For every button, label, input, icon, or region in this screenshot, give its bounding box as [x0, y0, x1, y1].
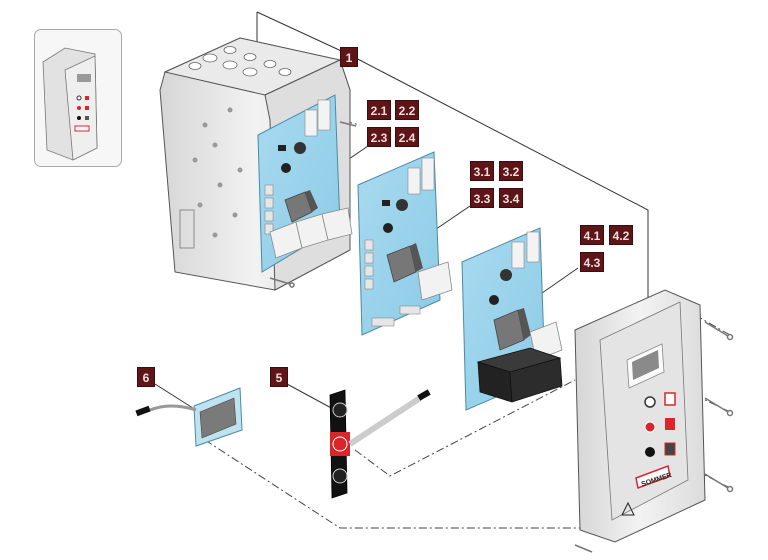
- capacitor-bank: [269, 207, 353, 259]
- callout-5: 5: [270, 367, 288, 387]
- assembled-unit-icon: [42, 47, 98, 161]
- callout-3-2: 3.2: [499, 161, 523, 181]
- assembly-path-buttons: [354, 379, 576, 477]
- callout-3-3: 3.3: [470, 188, 494, 208]
- main-board: [257, 94, 353, 273]
- callout-2-4: 2.4: [395, 127, 419, 147]
- leader-line-top: [256, 11, 649, 300]
- callout-4-1: 4.1: [580, 225, 604, 245]
- control-board: [357, 151, 453, 336]
- screws: [269, 121, 734, 553]
- leader-line-6: [154, 383, 197, 411]
- callout-1: 1: [340, 47, 358, 67]
- callout-6: 6: [137, 367, 155, 387]
- callout-2-2: 2.2: [395, 100, 419, 120]
- relay-block: [476, 347, 563, 403]
- button-panel: [329, 389, 431, 499]
- relay-board: [461, 227, 563, 411]
- callout-3-1: 3.1: [470, 161, 494, 181]
- display-module: [135, 387, 243, 447]
- assembled-unit-thumbnail: [34, 29, 122, 167]
- electric-hazard-icon: [621, 501, 635, 516]
- callout-2-1: 2.1: [367, 100, 391, 120]
- front-cover: SOMMER: [574, 289, 706, 543]
- callout-4-3: 4.3: [580, 252, 604, 272]
- callout-3-4: 3.4: [499, 188, 523, 208]
- leader-line-5: [286, 383, 336, 411]
- callout-4-2: 4.2: [609, 225, 633, 245]
- callout-2-3: 2.3: [367, 127, 391, 147]
